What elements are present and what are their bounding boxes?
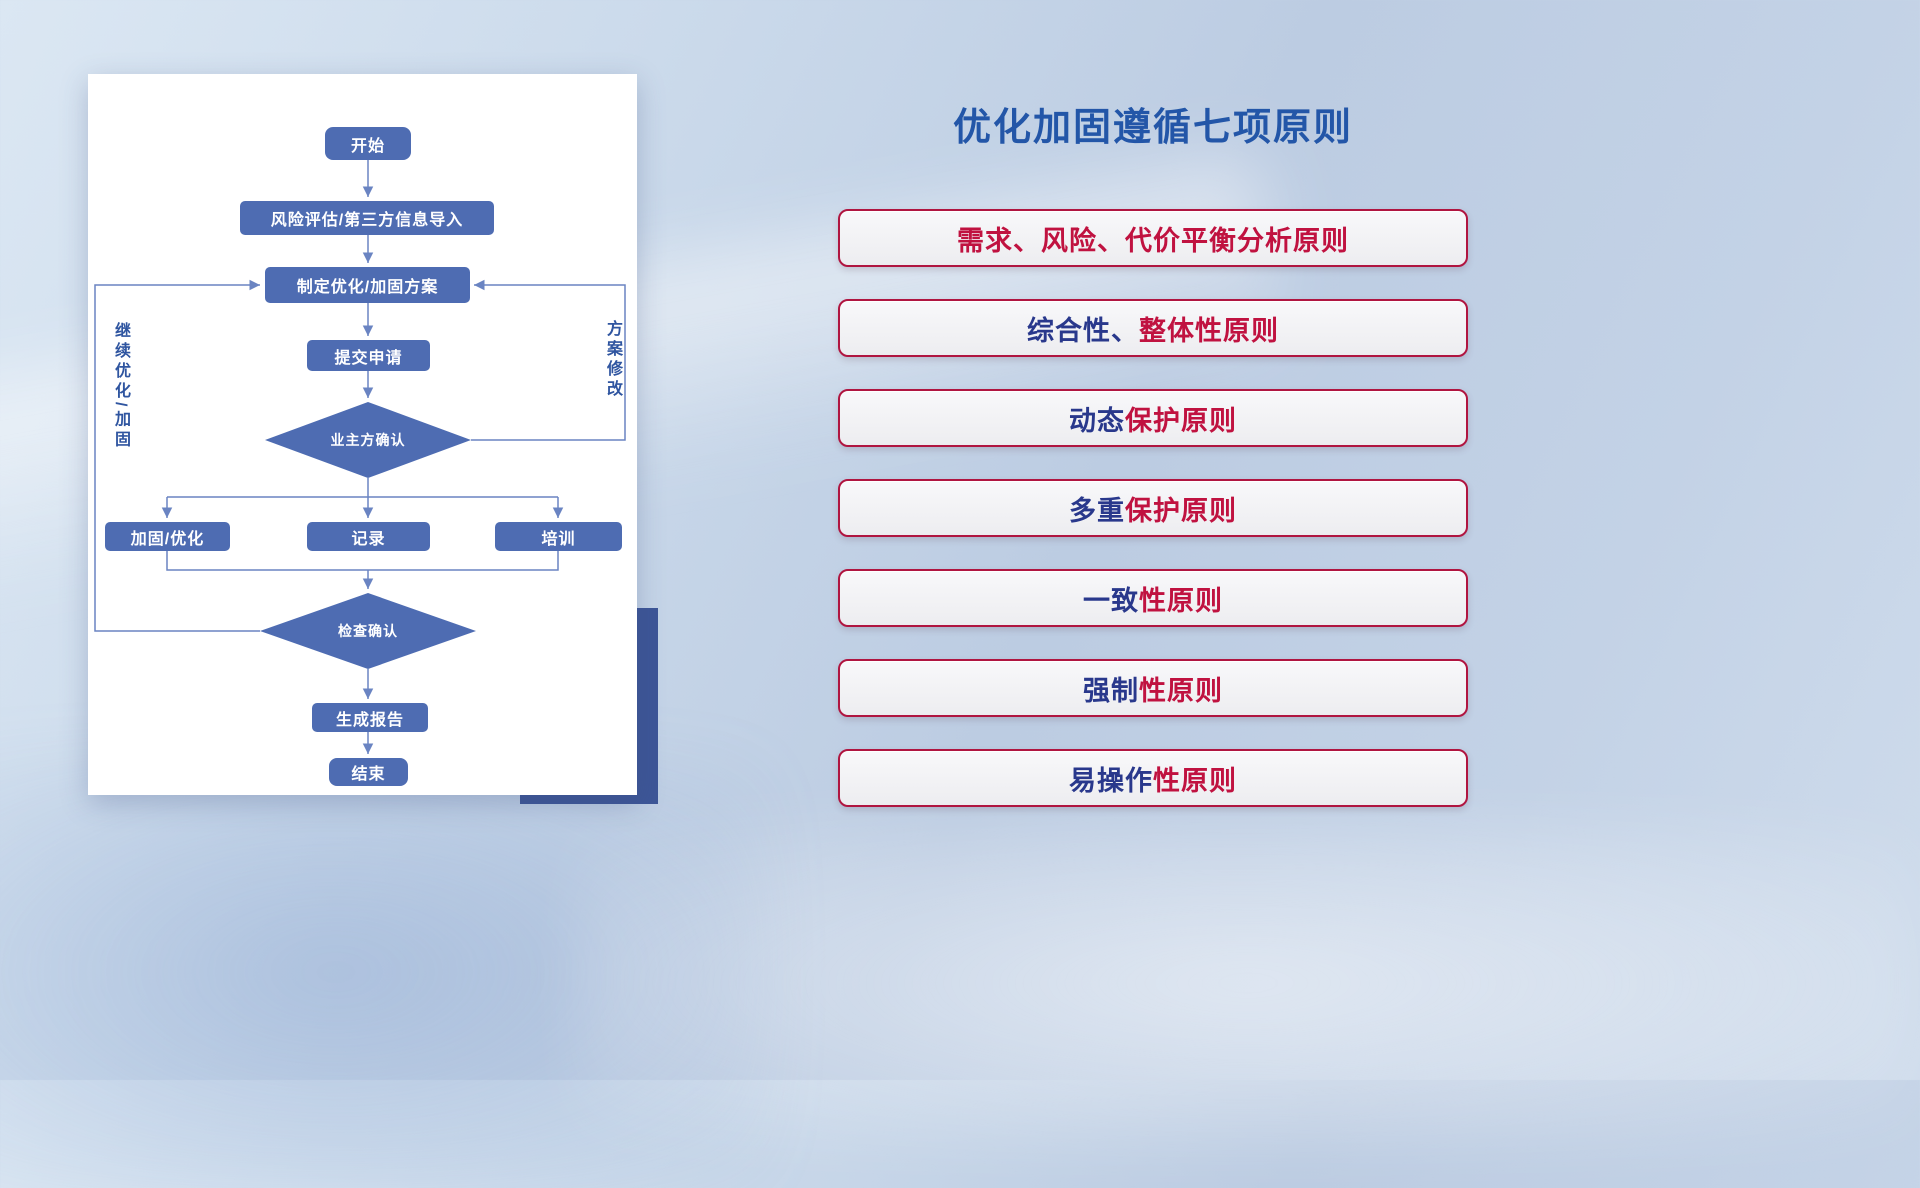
principle-text-segment: 一致	[1083, 585, 1139, 616]
principle-card: 易操作性原则	[838, 749, 1468, 807]
flow-node-reinforce: 加固/优化	[105, 522, 230, 551]
principle-text-segment: 整体性原则	[1139, 315, 1279, 346]
panel-title: 优化加固遵循七项原则	[952, 107, 1353, 149]
loop-label-plan-revision: 方案修改	[604, 320, 621, 400]
principle-card: 一致性原则	[838, 569, 1468, 627]
principle-label: 动态保护原则	[1069, 399, 1237, 438]
principle-label: 一致性原则	[1083, 579, 1223, 618]
principle-text-segment: 强制	[1083, 675, 1139, 706]
flow-node-submit: 提交申请	[307, 340, 430, 371]
principles-panel: 优化加固遵循七项原则 需求、风险、代价平衡分析原则 综合性、整体性原则 动态保护…	[838, 96, 1468, 807]
flow-node-record: 记录	[307, 522, 430, 551]
principle-text-segment: 性原则	[1139, 585, 1223, 616]
flowchart-connectors	[94, 160, 626, 754]
principle-card: 综合性、整体性原则	[838, 299, 1468, 357]
principle-label: 综合性、整体性原则	[1027, 309, 1279, 348]
flow-node-report: 生成报告	[312, 703, 428, 732]
flowchart-card: 开始 风险评估/第三方信息导入 制定优化/加固方案 提交申请 业主方确认 加固/…	[88, 74, 637, 795]
loop-label-continue-optimize: 继续优化/加固	[112, 322, 129, 451]
principle-label: 强制性原则	[1083, 669, 1223, 708]
background-glow-band	[576, 820, 1920, 1145]
principle-text-segment: 性原则	[1139, 675, 1223, 706]
principle-text-segment: 动态	[1069, 405, 1125, 436]
principle-text-segment: 多重	[1069, 495, 1125, 526]
principle-label: 多重保护原则	[1069, 489, 1237, 528]
flow-node-start: 开始	[325, 127, 411, 160]
principle-card: 多重保护原则	[838, 479, 1468, 537]
flow-node-training: 培训	[495, 522, 622, 551]
principle-text-segment: 综合性、	[1027, 315, 1139, 346]
principle-text-segment: 保护原则	[1125, 495, 1237, 526]
principle-text-segment: 保护原则	[1125, 405, 1237, 436]
principle-card: 需求、风险、代价平衡分析原则	[838, 209, 1468, 267]
principle-text-segment: 需求、风险、代价平衡分析原则	[957, 225, 1349, 256]
flow-node-risk-import: 风险评估/第三方信息导入	[240, 201, 494, 235]
background-shade-band	[0, 756, 768, 1188]
principles-list: 需求、风险、代价平衡分析原则 综合性、整体性原则 动态保护原则 多重保护原则 一…	[838, 209, 1468, 807]
principle-text-segment: 性原则	[1153, 765, 1237, 796]
flow-node-make-plan: 制定优化/加固方案	[265, 267, 470, 303]
principle-text-segment: 易操作	[1069, 765, 1153, 796]
principle-label: 需求、风险、代价平衡分析原则	[957, 219, 1349, 258]
flow-node-end: 结束	[329, 758, 408, 786]
principle-card: 强制性原则	[838, 659, 1468, 717]
principle-card: 动态保护原则	[838, 389, 1468, 447]
principle-label: 易操作性原则	[1069, 759, 1237, 798]
